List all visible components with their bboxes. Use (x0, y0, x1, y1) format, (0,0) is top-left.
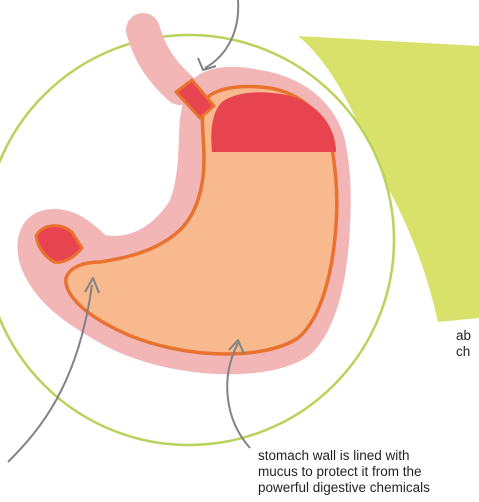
clipped-caption: ab ch (456, 328, 471, 360)
stomach-wall-caption-line-3: powerful digestive chemicals (258, 480, 430, 496)
stomach-wall-caption-line-1: stomach wall is lined with (258, 448, 430, 464)
clipped-caption-line-1: ab (456, 328, 471, 344)
stomach-wall-caption: stomach wall is lined with mucus to prot… (258, 448, 430, 496)
clipped-caption-line-2: ch (456, 344, 471, 360)
stomach-wall-caption-line-2: mucus to protect it from the (258, 464, 430, 480)
